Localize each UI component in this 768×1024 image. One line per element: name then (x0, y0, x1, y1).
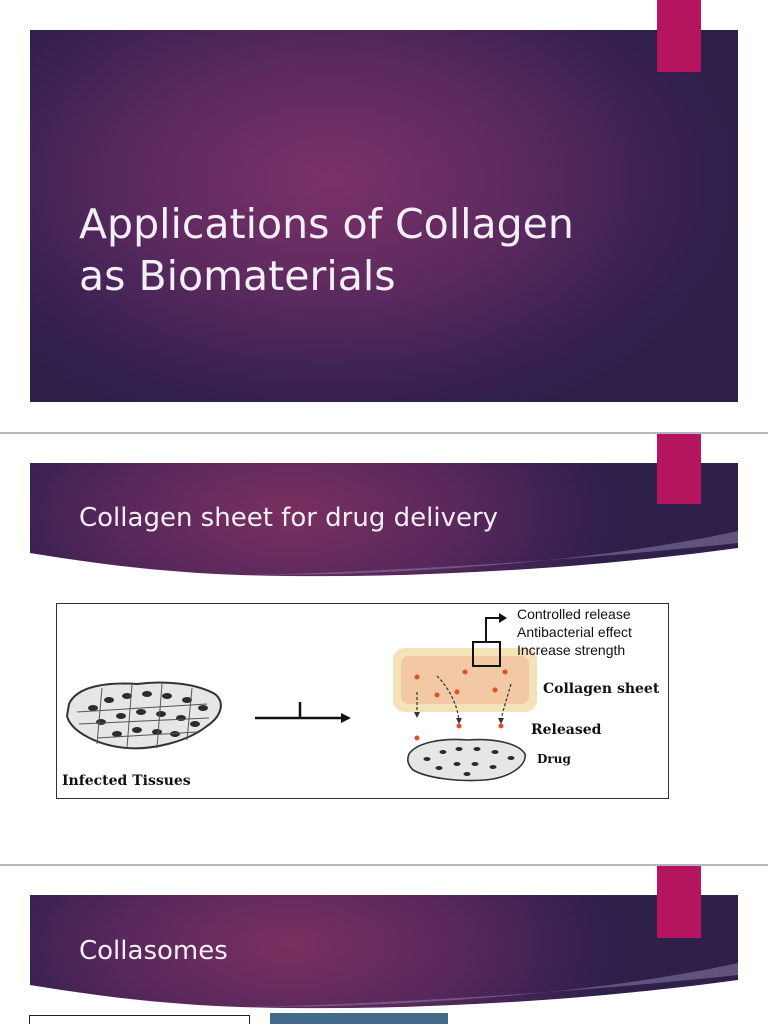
label-infected-tissues: Infected Tissues (62, 773, 191, 789)
label-controlled-release: Controlled release (517, 606, 631, 622)
label-drug: Drug (537, 752, 571, 766)
infected-tissue-illustration (65, 681, 222, 750)
accent-tab (657, 866, 701, 938)
drug-delivery-figure: Controlled release Antibacterial effect … (56, 603, 669, 799)
treated-tissue-illustration (407, 738, 526, 782)
slide-3: Collasomes (0, 866, 768, 1024)
process-arrow (255, 702, 351, 723)
image-placeholder-left (29, 1015, 250, 1024)
collagen-sheet-illustration (393, 613, 537, 741)
accent-tab (657, 434, 701, 504)
label-released: Released (531, 722, 602, 738)
image-placeholder-right (270, 1013, 448, 1024)
slide-separator (0, 864, 768, 866)
slide-title: Collasomes (79, 936, 228, 966)
slide-separator (0, 432, 768, 434)
label-collagen-sheet: Collagen sheet (543, 681, 660, 697)
slide-1: Applications of Collagen as Biomaterials (0, 0, 768, 432)
label-increase-strength: Increase strength (517, 642, 626, 658)
accent-tab (657, 0, 701, 72)
title-banner (30, 30, 738, 402)
label-antibacterial-effect: Antibacterial effect (517, 624, 632, 640)
slide-title: Collagen sheet for drug delivery (79, 503, 499, 533)
presentation-title: Applications of Collagen as Biomaterials (79, 200, 574, 300)
